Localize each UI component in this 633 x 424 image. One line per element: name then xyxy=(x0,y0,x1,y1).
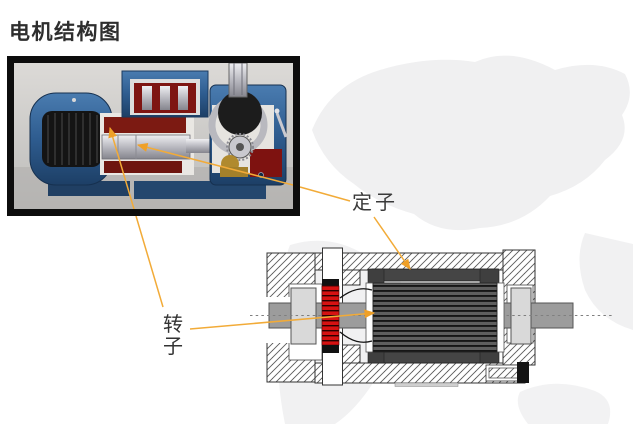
winding-top xyxy=(104,117,186,133)
commutator xyxy=(321,285,340,346)
stator-leader-photo-to-label xyxy=(299,186,351,202)
leader-lines xyxy=(135,186,411,330)
base-tab xyxy=(394,382,459,387)
terminal-contact xyxy=(160,86,170,110)
rotor-leader-photo-to-label xyxy=(135,215,164,308)
worm-gear-brass-bar xyxy=(220,167,248,177)
stator-leader-label-to-diagram xyxy=(373,216,411,270)
lever-pin xyxy=(274,108,280,114)
stator-bar-top xyxy=(371,268,499,282)
motor-cross-section xyxy=(250,247,612,387)
stator-label: 定子 xyxy=(352,192,398,214)
rotor-wire-bottom xyxy=(339,331,373,343)
rotor-core xyxy=(372,282,498,353)
map-landmass-bottom xyxy=(517,383,611,424)
housing-step-top xyxy=(341,269,361,286)
release-lever xyxy=(275,112,288,138)
motor-photo xyxy=(14,63,293,209)
rotor-arrow-in-photo xyxy=(108,126,135,209)
rotor-wire-top xyxy=(339,288,373,299)
gearbox-interior-red xyxy=(250,149,282,177)
page-title: 电机结构图 xyxy=(9,21,122,44)
rotor-end-plate-right xyxy=(496,282,505,353)
photo-leader-lines xyxy=(108,126,293,209)
screw xyxy=(72,98,76,102)
motor-photo-frame xyxy=(7,56,300,216)
stator-arrow-in-photo xyxy=(136,143,293,186)
rotor-label: 转子 xyxy=(163,314,183,358)
terminal-contact xyxy=(142,86,152,110)
mounting-bolt-shank xyxy=(488,367,520,379)
commutator-cap-top xyxy=(322,279,339,286)
terminal-contact xyxy=(178,86,188,110)
pinion-hub xyxy=(236,143,244,151)
output-shaft-splined xyxy=(228,63,248,98)
mounting-bolt-head xyxy=(517,362,529,383)
fan-boot xyxy=(42,111,102,167)
fan-boot-ribs xyxy=(47,113,98,165)
clutch-drum xyxy=(218,91,262,135)
winding-bottom xyxy=(104,161,182,173)
housing-step-bottom xyxy=(341,344,361,364)
map-landmass-right xyxy=(579,233,633,330)
commutator-cap-bottom xyxy=(322,345,339,353)
map-landmass-eurasia xyxy=(312,55,630,231)
stator-bar-bottom xyxy=(371,351,496,364)
rotor-leader-label-to-diagram xyxy=(189,309,376,330)
pinion-gear-teeth xyxy=(226,133,254,161)
